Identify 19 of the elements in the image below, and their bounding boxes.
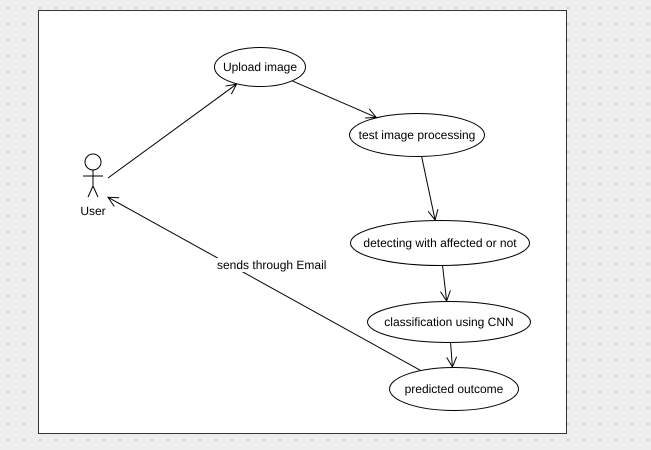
arrow — [421, 156, 438, 220]
edge-label: sends through Email — [216, 258, 328, 272]
use-case-ellipse — [389, 367, 519, 411]
use-case-name: predicted outcome — [404, 382, 504, 396]
use-case-ellipse — [367, 301, 531, 343]
use-case-ellipse — [214, 47, 306, 87]
use-case-name: detecting with affected or not — [363, 236, 517, 250]
use-case-ellipse — [350, 220, 530, 266]
use-case-name: Upload image — [222, 60, 298, 74]
actor-figure — [78, 152, 108, 218]
use-case-name: classification using CNN — [384, 315, 514, 329]
arrow — [108, 196, 421, 371]
use-case-name: test image processing — [358, 128, 476, 142]
arrow — [446, 342, 458, 368]
arrow — [440, 266, 451, 302]
arrow — [108, 84, 237, 178]
actor-name: User — [80, 204, 106, 218]
arrow — [292, 80, 377, 118]
use-case-ellipse — [349, 113, 485, 157]
